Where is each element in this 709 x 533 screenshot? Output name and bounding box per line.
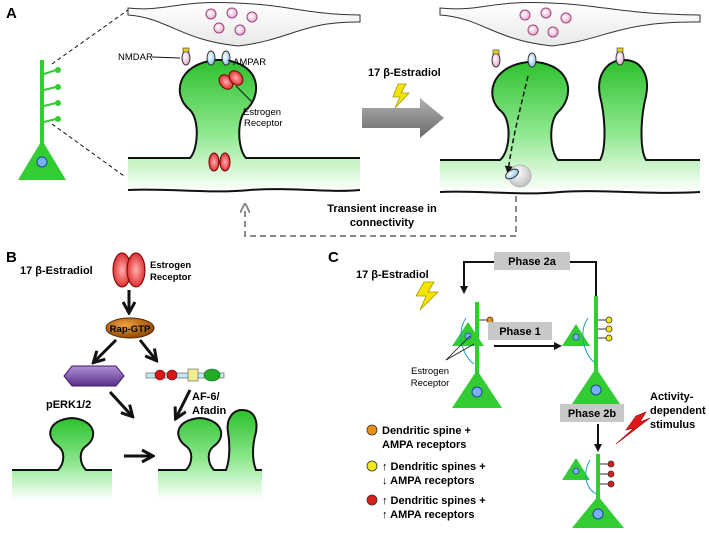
lightning-icon [392, 83, 410, 109]
legend-0-line2: AMPA receptors [382, 439, 466, 451]
perk-label: pERK1/2 [46, 399, 91, 411]
panel-c: C Phase 2a 17 β-Estradiol Estrogen Recep… [328, 249, 706, 528]
transition-arrow [362, 98, 444, 138]
spine-after [158, 408, 262, 500]
estradiol-label-b: 17 β-Estradiol [20, 265, 93, 277]
phase-2a-box [494, 252, 570, 270]
receptor-label-b-line2: Receptor [150, 272, 191, 283]
legend-dot-yellow [366, 460, 378, 472]
neuron-cluster-bottom [562, 454, 624, 528]
legend-dot-red [366, 494, 378, 506]
afadin-label-line1: AF-6/ [192, 391, 220, 403]
panel-c-label: C [328, 249, 339, 266]
phase-2b-label: Phase 2b [568, 408, 617, 420]
legend-2-line2: ↑ AMPA receptors [382, 509, 475, 521]
stimulus-label-line2: dependent [650, 405, 706, 417]
panel-b: B 17 β-Estradiol Estrogen Receptor Rap-G… [6, 249, 262, 500]
phase-legend: Dendritic spine + AMPA receptors ↑ Dendr… [366, 424, 486, 521]
panel-a: A [6, 2, 701, 237]
legend-2-line1: ↑ Dendritic spines + [382, 495, 486, 507]
stimulus-label-line1: Activity- [650, 391, 694, 403]
presynaptic-axon-left [127, 2, 361, 47]
presynaptic-axon-right [439, 2, 701, 47]
legend-1-line1: ↑ Dendritic spines + [382, 461, 486, 473]
estradiol-label-a: 17 β-Estradiol [368, 67, 441, 79]
connectivity-label-line2: connectivity [350, 217, 415, 229]
stimulus-bolt-icon [615, 411, 651, 445]
estrogen-receptor-label-line2: Receptor [244, 118, 283, 129]
perk-node [63, 365, 125, 387]
legend-1-line2: ↓ AMPA receptors [382, 475, 475, 487]
legend-0-line1: Dendritic spine + [382, 425, 471, 437]
panel-a-label: A [6, 5, 17, 22]
neuron-cluster-left [445, 302, 502, 408]
dendrite-left: NMDAR AMPAR Estrogen Receptor [118, 47, 361, 193]
estradiol-transition: 17 β-Estradiol [362, 67, 444, 138]
lightning-icon-c [415, 281, 439, 311]
receptor-label-c-line2: Receptor [411, 378, 450, 389]
dendrite-right [439, 47, 701, 195]
afadin-label-line2: Afadin [192, 405, 227, 417]
connectivity-label-line1: Transient increase in [327, 203, 437, 215]
afadin-node [145, 368, 225, 382]
estrogen-receptor-label-line1: Estrogen [243, 107, 281, 118]
ampar-label: AMPAR [233, 57, 266, 68]
connectivity-feedback: Transient increase in connectivity [245, 196, 517, 237]
legend-dot-orange [366, 424, 378, 436]
phase-2b-box [560, 404, 624, 422]
phase-1-label: Phase 1 [499, 326, 541, 338]
receptor-label-b-line1: Estrogen [150, 260, 191, 271]
phase-2a-label: Phase 2a [508, 256, 557, 268]
rap-gtp-label: Rap-GTP [110, 324, 151, 335]
neuron-cluster-middle [562, 296, 620, 404]
panel-b-label: B [6, 249, 17, 266]
estradiol-label-c: 17 β-Estradiol [356, 269, 429, 281]
spine-before [12, 416, 112, 500]
phase-1-box [488, 322, 552, 340]
rap-gtp-node [105, 317, 155, 339]
receptor-label-c-line1: Estrogen [411, 366, 449, 377]
stimulus-label-line3: stimulus [650, 419, 695, 431]
nmdar-label: NMDAR [118, 52, 153, 63]
small-neuron [18, 9, 129, 180]
